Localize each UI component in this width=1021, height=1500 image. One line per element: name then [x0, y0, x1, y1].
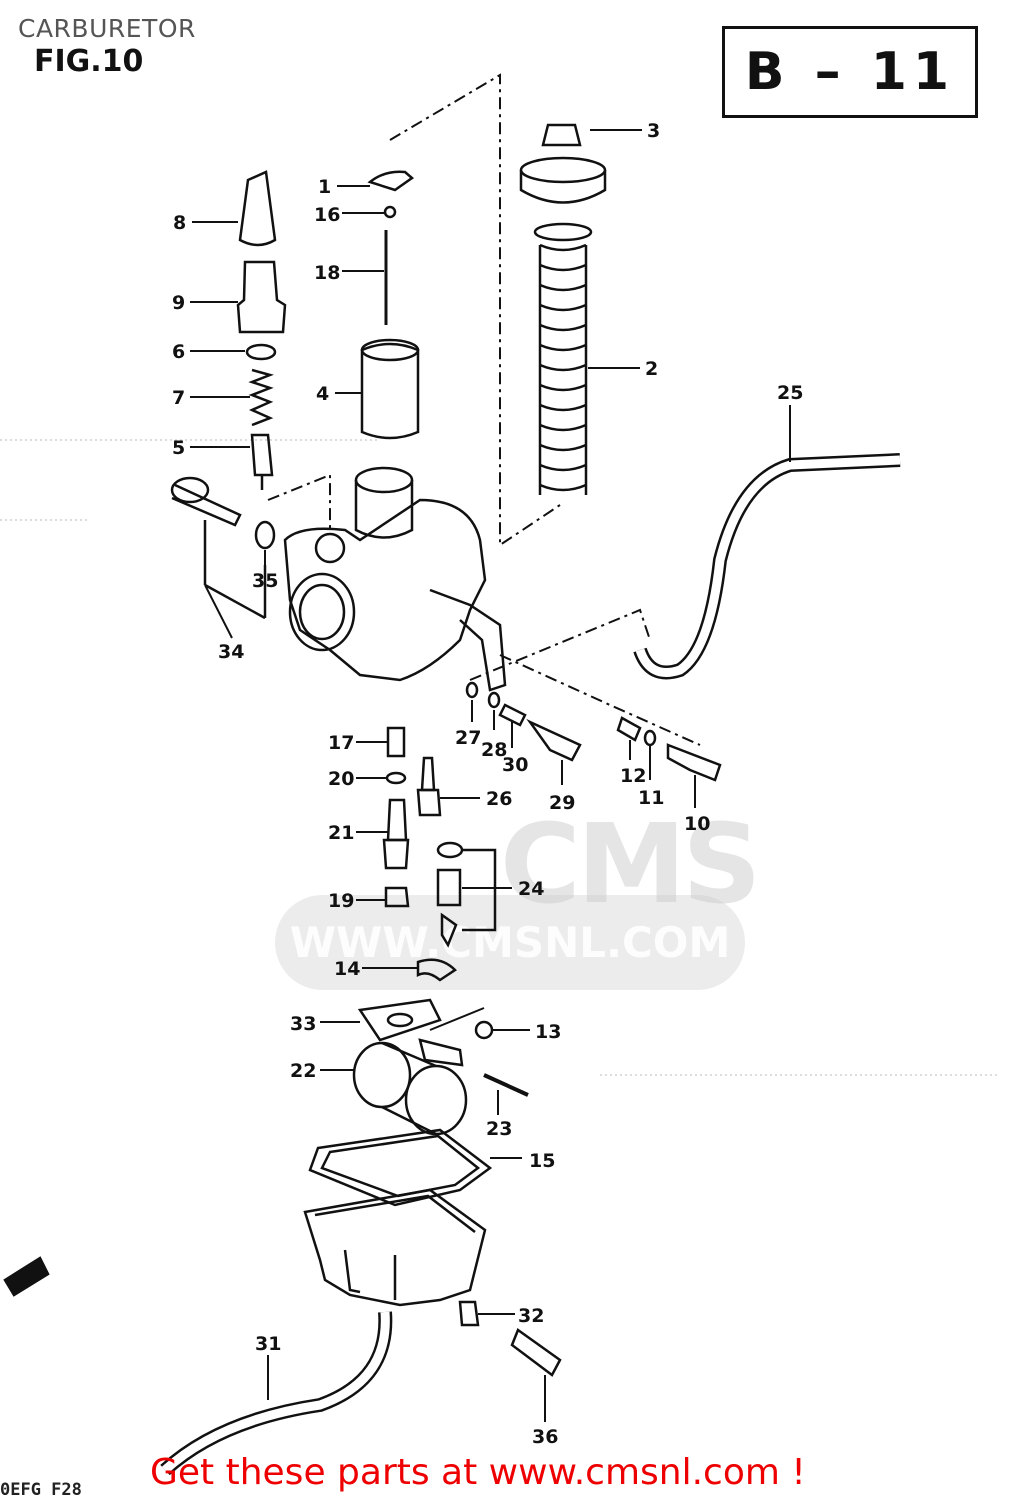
page-title: CARBURETOR [18, 14, 196, 43]
section-code-box: B – 11 [722, 26, 978, 118]
callout-14: 14 [334, 958, 360, 980]
callout-28: 28 [481, 739, 507, 761]
callout-4: 4 [316, 383, 329, 405]
callout-7: 7 [172, 387, 185, 409]
callout-26: 26 [486, 788, 512, 810]
callout-2: 2 [645, 358, 658, 380]
callout-3: 3 [647, 120, 660, 142]
watermark-banner: WWW.CMSNL.COM [275, 895, 745, 990]
callout-10: 10 [684, 813, 710, 835]
callout-27: 27 [455, 727, 481, 749]
footer-link-text[interactable]: Get these parts at www.cmsnl.com ! [150, 1452, 806, 1493]
callout-23: 23 [486, 1118, 512, 1140]
section-code: B – 11 [744, 42, 956, 102]
callout-17: 17 [328, 732, 354, 754]
watermark-url: WWW.CMSNL.COM [289, 918, 731, 967]
callout-13: 13 [535, 1021, 561, 1043]
callout-34: 34 [218, 641, 244, 663]
callout-9: 9 [172, 292, 185, 314]
callout-31: 31 [255, 1333, 281, 1355]
callout-29: 29 [549, 792, 575, 814]
callout-25: 25 [777, 382, 803, 404]
callout-6: 6 [172, 341, 185, 363]
callout-19: 19 [328, 890, 354, 912]
diagram-code: 0EFG F28 [0, 1480, 82, 1500]
callout-22: 22 [290, 1060, 316, 1082]
callout-21: 21 [328, 822, 354, 844]
callout-20: 20 [328, 768, 354, 790]
callout-16: 16 [314, 204, 340, 226]
callout-32: 32 [518, 1305, 544, 1327]
callout-5: 5 [172, 437, 185, 459]
figure-label: FIG.10 [34, 44, 144, 79]
callout-15: 15 [529, 1150, 555, 1172]
callout-8: 8 [173, 212, 186, 234]
callout-1: 1 [318, 176, 331, 198]
callout-12: 12 [620, 765, 646, 787]
watermark-logo: CMS [500, 800, 761, 928]
callout-18: 18 [314, 262, 340, 284]
callout-11: 11 [638, 787, 664, 809]
callout-36: 36 [532, 1426, 558, 1448]
callout-35: 35 [252, 570, 278, 592]
callout-24: 24 [518, 878, 544, 900]
callout-33: 33 [290, 1013, 316, 1035]
callout-30: 30 [502, 754, 528, 776]
